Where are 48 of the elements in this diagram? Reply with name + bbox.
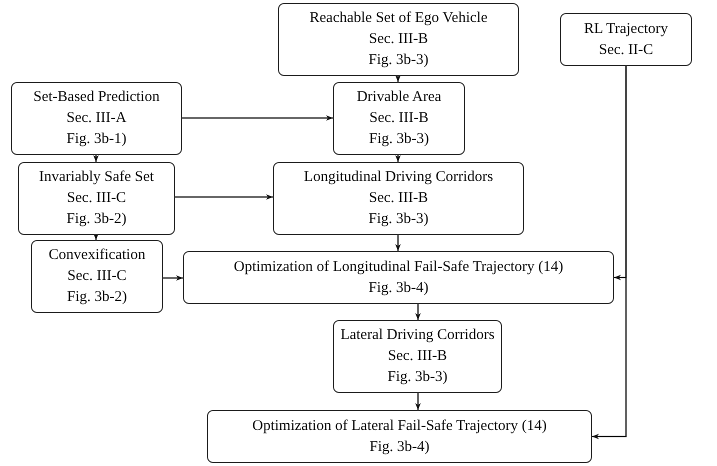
arrow: [415, 304, 421, 320]
reference-text: Sec. III-B: [368, 189, 428, 208]
reference-text: Fig. 3b-4): [368, 278, 428, 298]
box-title: Convexification: [48, 246, 146, 265]
process-box: [18, 162, 175, 235]
reference-text: Fig. 3b-3): [368, 210, 428, 229]
reference-text: Sec. III-B: [388, 347, 448, 366]
reference-text: Sec. III-A: [66, 109, 126, 128]
box-title: Reachable Set of Ego Vehicle: [310, 9, 488, 28]
process-box: [333, 82, 465, 155]
process-box: [31, 240, 163, 313]
box-title: Optimization of Lateral Fail-Safe Trajectory (14): [252, 416, 547, 436]
box-title: Lateral Driving Corridors: [340, 326, 495, 345]
process-box: [278, 3, 519, 76]
reference-text: Fig. 3b-3): [369, 130, 429, 149]
arrow: [93, 155, 99, 162]
arrow: [163, 275, 183, 281]
reference-text: Sec. III-C: [66, 189, 126, 208]
box-title: Set-Based Prediction: [33, 88, 160, 107]
reference-text: Sec. III-C: [67, 267, 127, 286]
reference-text: Fig. 3b-1): [66, 130, 126, 149]
arrow: [93, 233, 99, 240]
arrow: [395, 75, 401, 82]
box-title: RL Trajectory: [584, 20, 668, 38]
process-box: [207, 410, 592, 463]
reference-text: Fig. 3b-4): [370, 438, 430, 456]
process-box: [11, 82, 182, 155]
arrow: [395, 155, 401, 162]
process-box: [560, 13, 692, 66]
arrow: [415, 393, 421, 410]
box-title: Drivable Area: [356, 88, 442, 107]
reference-text: Fig. 3b-3): [388, 368, 448, 387]
arrow: [175, 194, 273, 200]
process-box: [333, 320, 502, 393]
process-box: [273, 162, 524, 235]
reference-text: Fig. 3b-3): [368, 51, 428, 70]
reference-text: Sec. II-C: [598, 40, 654, 60]
arrow: [592, 66, 627, 440]
reference-text: Fig. 3b-2): [67, 288, 127, 307]
box-title: Longitudinal Driving Corridors: [304, 168, 494, 187]
reference-text: Sec. III-B: [369, 109, 429, 128]
box-title: Invariably Safe Set: [39, 168, 154, 187]
arrow: [182, 115, 333, 121]
process-box: [183, 251, 614, 304]
arrow: [395, 235, 401, 251]
reference-text: Sec. III-B: [368, 30, 428, 49]
reference-text: Fig. 3b-2): [66, 210, 126, 229]
box-title: Optimization of Longitudinal Fail-Safe Trajectory (14): [234, 258, 564, 276]
